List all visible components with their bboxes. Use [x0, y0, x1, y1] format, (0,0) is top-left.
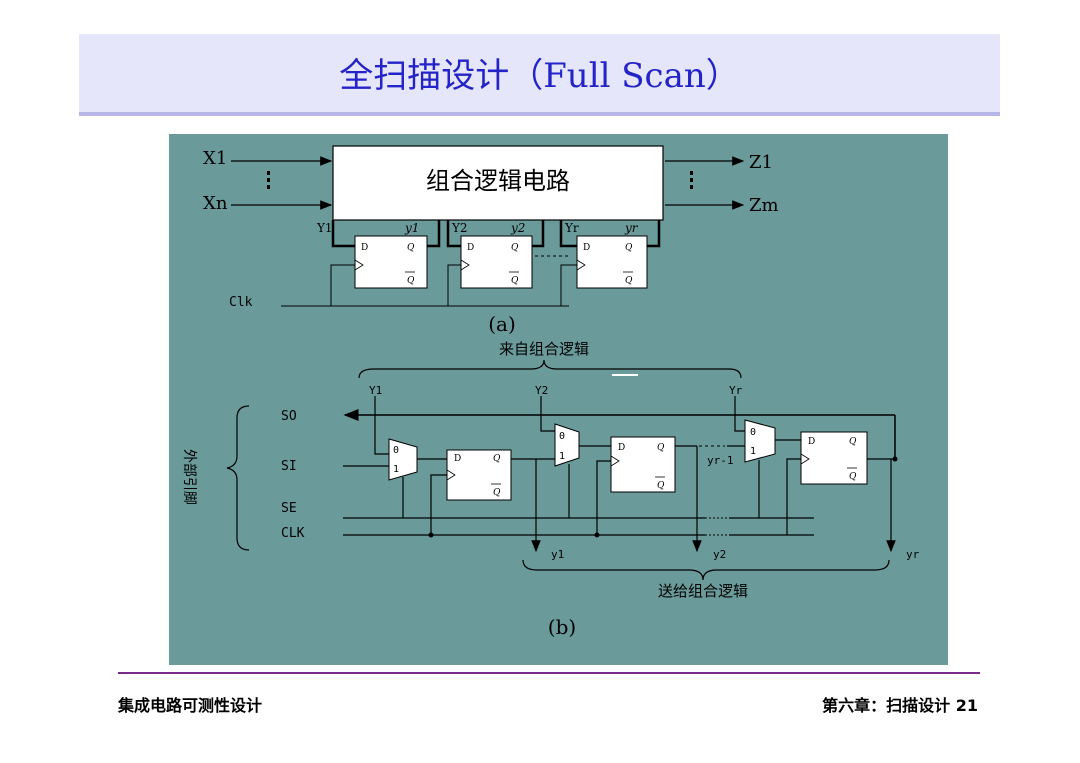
svg-text:Q: Q [849, 437, 857, 447]
ext-pins-label: 外部引脚 [181, 449, 197, 505]
svg-text:Q: Q [511, 276, 519, 286]
svg-text:1: 1 [750, 446, 756, 457]
output-ellipsis [690, 171, 693, 189]
svg-text:Q: Q [625, 276, 633, 286]
yr-1-label: yr-1 [707, 454, 734, 467]
input-x1: X1 [203, 148, 227, 169]
footer-chapter-page: 第六章：扫描设计 21 [822, 696, 978, 715]
scan-diagram: 组合逻辑电路 X1 Xn Z1 Zm Y1 y1 Y2 y2 Yr [181, 145, 920, 639]
left-brace [226, 405, 250, 551]
svg-text:Q: Q [493, 454, 501, 464]
to-comb-label: 送给组合逻辑 [658, 582, 748, 600]
dff-a1: D Q Q [354, 235, 428, 289]
yr-out: yr [906, 548, 920, 561]
slide-title: 全扫描设计（Full Scan） [339, 56, 740, 96]
y2-out: y2 [713, 548, 726, 561]
Y2b: Y2 [535, 384, 548, 397]
Y1b: Y1 [369, 384, 382, 397]
pin-se: SE [281, 501, 297, 516]
mux-2: 0 1 [554, 423, 580, 467]
pin-so: SO [281, 409, 297, 424]
svg-text:Q: Q [849, 472, 857, 482]
svg-text:Q: Q [407, 276, 415, 286]
svg-text:1: 1 [393, 464, 399, 475]
pin-clk: CLK [281, 526, 305, 541]
Yrb: Yr [729, 384, 743, 397]
input-ellipsis [267, 171, 270, 189]
output-zm: Zm [749, 195, 779, 216]
top-brace [358, 359, 742, 379]
footer-divider [118, 672, 980, 674]
title-band: 全扫描设计（Full Scan） [79, 34, 1000, 116]
output-z1: Z1 [749, 152, 773, 173]
svg-text:0: 0 [750, 427, 756, 438]
comb-logic-block [332, 145, 664, 221]
from-comb-label: 来自组合逻辑 [499, 340, 589, 358]
svg-text:Q: Q [625, 243, 633, 253]
label-y1a: y1 [404, 221, 419, 235]
bottom-brace [522, 559, 890, 581]
mux-3: 0 1 [744, 419, 776, 463]
dff-b2: D Q Q [610, 436, 676, 493]
caption-a: (a) [488, 312, 516, 336]
pin-si: SI [281, 459, 297, 474]
svg-text:D: D [361, 243, 368, 253]
svg-text:Q: Q [657, 481, 665, 491]
label-Y1a: Y1 [316, 221, 333, 235]
svg-text:Q: Q [493, 488, 501, 498]
footer-course: 集成电路可测性设计 [118, 696, 263, 715]
dff-b3: D Q Q [800, 431, 868, 485]
input-xn: Xn [203, 193, 228, 214]
svg-text:D: D [618, 443, 625, 453]
caption-b: (b) [548, 615, 576, 639]
svg-text:1: 1 [559, 451, 565, 462]
svg-text:D: D [467, 243, 474, 253]
dff-b1: D Q Q [446, 449, 512, 501]
clk-a-label: Clk [229, 295, 253, 310]
dff-a2: D Q Q [460, 235, 533, 289]
label-yra: yr [624, 221, 639, 235]
label-Y2a: Y2 [451, 221, 468, 235]
svg-text:Q: Q [657, 443, 665, 453]
scan-figure: 组合逻辑电路 X1 Xn Z1 Zm Y1 y1 Y2 y2 Yr [169, 134, 948, 665]
label-Yra: Yr [564, 221, 579, 235]
svg-text:Q: Q [407, 243, 415, 253]
svg-text:D: D [454, 454, 461, 464]
label-y2a: y2 [510, 221, 525, 235]
svg-text:0: 0 [393, 445, 399, 456]
comb-logic-label: 组合逻辑电路 [426, 167, 570, 195]
svg-text:Q: Q [511, 243, 519, 253]
svg-text:D: D [583, 243, 590, 253]
svg-text:D: D [808, 437, 815, 447]
y1-out: y1 [551, 548, 564, 561]
svg-text:0: 0 [559, 431, 565, 442]
mux-1: 0 1 [388, 438, 418, 481]
dff-a3: D Q Q [576, 235, 648, 289]
